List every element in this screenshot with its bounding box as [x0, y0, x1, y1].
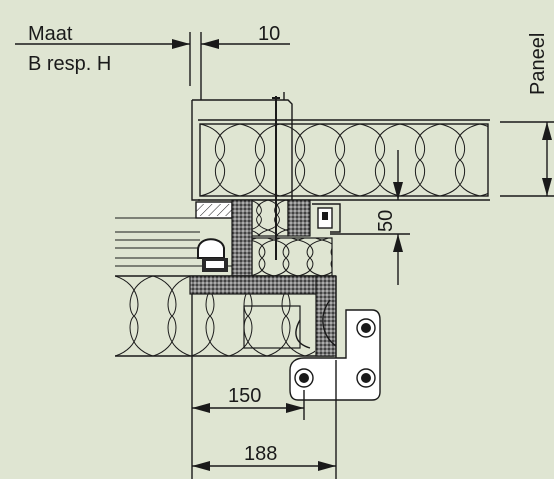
- dim-188-label: 188: [244, 443, 277, 465]
- frame-profile: [195, 199, 341, 277]
- dim-150-label: 150: [228, 385, 261, 407]
- bolt-icon: [356, 368, 376, 388]
- b-resp-h-label: B resp. H: [28, 53, 111, 75]
- maat-label: Maat: [28, 23, 73, 45]
- paneel-dimension: [500, 121, 554, 197]
- gasket: [197, 238, 228, 272]
- maat-dimension: [15, 32, 290, 100]
- dim-10-label: 10: [258, 23, 280, 45]
- top-panel: [191, 92, 490, 260]
- dim-50: [330, 150, 410, 285]
- dim-150: [191, 294, 305, 479]
- mounting-bracket: [289, 309, 381, 401]
- lower-panel: [115, 275, 337, 358]
- bolt-icon: [356, 318, 376, 338]
- dim-50-label: 50: [375, 210, 397, 232]
- paneel-label: Paneel: [527, 33, 549, 95]
- dim-188: [192, 360, 337, 479]
- bolt-icon: [294, 368, 314, 388]
